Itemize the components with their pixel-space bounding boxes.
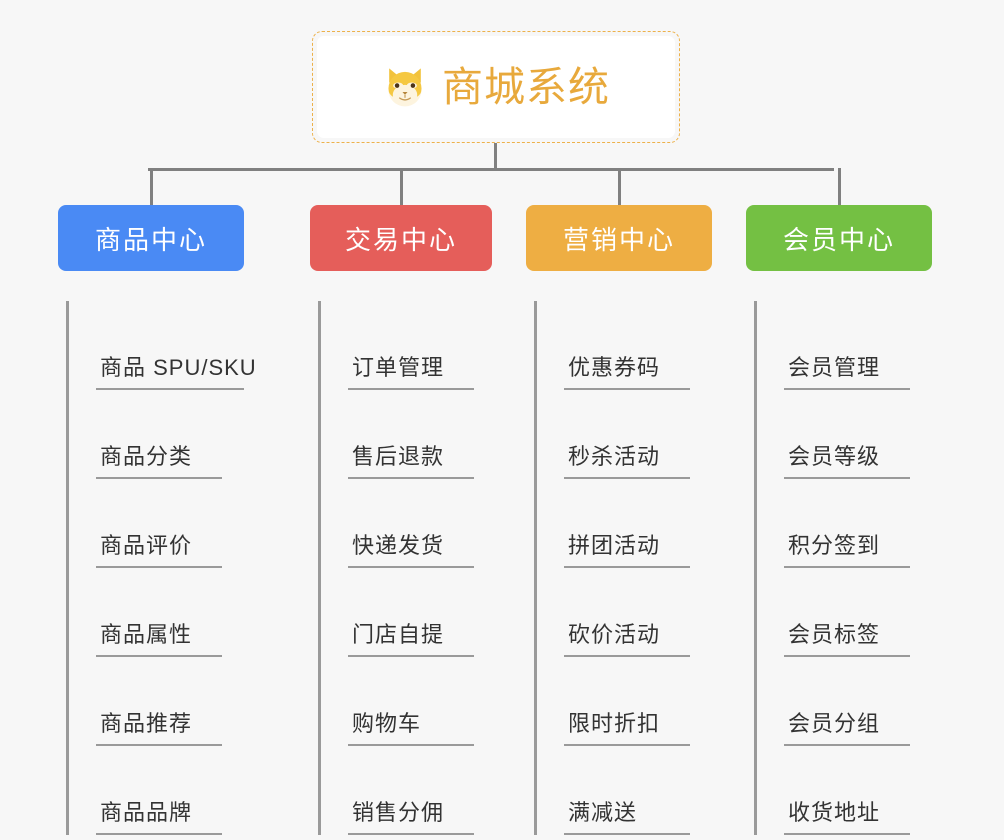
leaf-item-label: 商品评价: [96, 533, 222, 568]
leaf-item-label: 售后退款: [348, 444, 474, 479]
leaf-item-label: 砍价活动: [564, 622, 690, 657]
shiba-dog-icon: [388, 68, 422, 107]
category-column-member-center: 会员中心会员管理会员等级积分签到会员标签会员分组收货地址: [746, 205, 932, 835]
category-header-label: 营销中心: [562, 224, 675, 255]
category-header-label: 商品中心: [94, 224, 207, 255]
leaf-item-label: 会员分组: [784, 711, 910, 746]
leaf-item[interactable]: 订单管理: [318, 301, 492, 390]
column-spine: [534, 301, 537, 835]
leaf-item-label: 秒杀活动: [564, 444, 690, 479]
category-header-marketing-center[interactable]: 营销中心: [526, 205, 712, 271]
leaf-item-label: 快递发货: [348, 533, 474, 568]
category-header-member-center[interactable]: 会员中心: [746, 205, 932, 271]
leaf-item[interactable]: 会员等级: [754, 390, 932, 479]
leaf-item[interactable]: 秒杀活动: [534, 390, 712, 479]
leaf-item[interactable]: 拼团活动: [534, 479, 712, 568]
leaf-item-label: 收货地址: [784, 800, 910, 835]
root-node-inner: 商城系统: [317, 36, 675, 138]
connector-drop-4: [838, 168, 841, 208]
connector-drop-2: [400, 168, 403, 208]
leaf-list-trade-center: 订单管理售后退款快递发货门店自提购物车销售分佣: [310, 301, 492, 835]
leaf-item[interactable]: 会员分组: [754, 657, 932, 746]
connector-drop-3: [618, 168, 621, 208]
leaf-item-label: 优惠券码: [564, 355, 690, 390]
connector-drop-1: [150, 168, 153, 208]
column-spine: [754, 301, 757, 835]
leaf-item[interactable]: 积分签到: [754, 479, 932, 568]
leaf-item[interactable]: 销售分佣: [318, 746, 492, 835]
leaf-item-label: 订单管理: [348, 355, 474, 390]
leaf-item[interactable]: 会员标签: [754, 568, 932, 657]
leaf-item[interactable]: 优惠券码: [534, 301, 712, 390]
leaf-item[interactable]: 商品 SPU/SKU: [66, 301, 256, 390]
category-column-product-center: 商品中心商品 SPU/SKU 商品分类商品评价商品属性商品推荐商品品牌: [58, 205, 256, 835]
leaf-item-label: 商品品牌: [96, 800, 222, 835]
root-node[interactable]: 商城系统: [312, 31, 680, 143]
leaf-item-label: 商品属性: [96, 622, 222, 657]
leaf-item[interactable]: 商品推荐: [66, 657, 244, 746]
leaf-item[interactable]: 限时折扣: [534, 657, 712, 746]
leaf-item[interactable]: 商品分类: [66, 390, 244, 479]
leaf-item[interactable]: 门店自提: [318, 568, 492, 657]
leaf-item[interactable]: 快递发货: [318, 479, 492, 568]
column-spine: [66, 301, 69, 835]
leaf-item[interactable]: 会员管理: [754, 301, 932, 390]
connector-horizontal-bar: [148, 168, 834, 171]
leaf-item-label: 销售分佣: [348, 800, 474, 835]
leaf-item-label: 商品分类: [96, 444, 222, 479]
connector-root-stem: [494, 143, 497, 171]
leaf-item[interactable]: 售后退款: [318, 390, 492, 479]
leaf-item-label: 会员标签: [784, 622, 910, 657]
leaf-item[interactable]: 收货地址: [754, 746, 932, 835]
leaf-item[interactable]: 砍价活动: [534, 568, 712, 657]
category-header-label: 会员中心: [782, 224, 895, 255]
column-spine: [318, 301, 321, 835]
leaf-item-label: 商品推荐: [96, 711, 222, 746]
leaf-item[interactable]: 商品品牌: [66, 746, 244, 835]
leaf-item[interactable]: 商品评价: [66, 479, 244, 568]
category-column-marketing-center: 营销中心优惠券码秒杀活动拼团活动砍价活动限时折扣满减送: [526, 205, 712, 835]
category-column-trade-center: 交易中心订单管理售后退款快递发货门店自提购物车销售分佣: [310, 205, 492, 835]
leaf-item-label: 拼团活动: [564, 533, 690, 568]
category-header-trade-center[interactable]: 交易中心: [310, 205, 492, 271]
leaf-list-product-center: 商品 SPU/SKU 商品分类商品评价商品属性商品推荐商品品牌: [58, 301, 256, 835]
leaf-item[interactable]: 商品属性: [66, 568, 244, 657]
leaf-item-label: 会员等级: [784, 444, 910, 479]
leaf-item-label: 积分签到: [784, 533, 910, 568]
leaf-list-member-center: 会员管理会员等级积分签到会员标签会员分组收货地址: [746, 301, 932, 835]
category-header-label: 交易中心: [344, 224, 457, 255]
leaf-item-label: 会员管理: [784, 355, 910, 390]
leaf-item[interactable]: 购物车: [318, 657, 492, 746]
leaf-list-marketing-center: 优惠券码秒杀活动拼团活动砍价活动限时折扣满减送: [526, 301, 712, 835]
leaf-item-label: 购物车: [348, 711, 474, 746]
root-title: 商城系统: [442, 63, 610, 110]
leaf-item-label: 限时折扣: [564, 711, 690, 746]
category-header-product-center[interactable]: 商品中心: [58, 205, 244, 271]
leaf-item-label: 商品 SPU/SKU: [96, 355, 256, 390]
leaf-item-label: 门店自提: [348, 622, 474, 657]
leaf-item[interactable]: 满减送: [534, 746, 712, 835]
leaf-item-label: 满减送: [564, 800, 690, 835]
